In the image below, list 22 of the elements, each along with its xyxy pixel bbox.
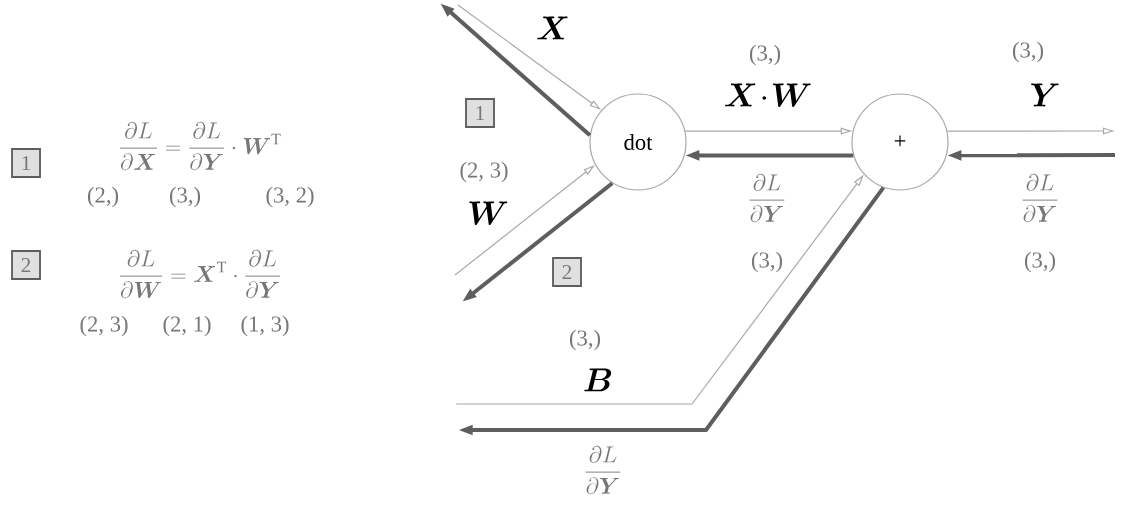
edge-label: $\boldsymbol{W}$ (469, 201, 508, 225)
shape-label: (3, 2) (266, 186, 314, 208)
step-number-box: 2 (552, 257, 582, 287)
shape-label: (1, 3) (241, 315, 289, 337)
shape-label: (2,) (87, 186, 119, 208)
shape-label: (3,) (1024, 251, 1056, 273)
step-number-box: 1 (465, 98, 495, 128)
equation: $\frac{\partial L}{\partial \boldsymbol{X}} = \frac{\partial L}{\partial \boldsymbol{Y}} \cdot \boldsymbol{W}^{\mathrm{T}}$ (120, 121, 281, 171)
edge-label: $\boldsymbol{B}$ (584, 368, 612, 392)
edge-label: $\frac{\partial L}{\partial \boldsymbol{Y}}$ (1022, 173, 1058, 223)
step-number-box: 1 (11, 148, 41, 178)
edge-label: $\boldsymbol{X}\!\cdot\!\boldsymbol{W}$ (725, 83, 811, 107)
step-number-box: 2 (11, 250, 41, 280)
edge-label: $\frac{\partial L}{\partial \boldsymbol{Y}}$ (585, 445, 621, 495)
shape-label: (3,) (749, 44, 781, 66)
shape-label: (3,) (751, 251, 783, 273)
shape-label: (3,) (169, 186, 201, 208)
equation: $\frac{\partial L}{\partial \boldsymbol{W}} = \boldsymbol{X}^{\mathrm{T}} \cdot \frac{\partial L}{\partial \boldsymbol{Y}}$ (120, 249, 280, 299)
edge-label: $\boldsymbol{X}$ (537, 16, 568, 40)
shape-label: (2, 1) (163, 315, 211, 337)
edge-label: $\boldsymbol{Y}$ (1031, 83, 1059, 107)
edge-label: $\frac{\partial L}{\partial \boldsymbol{Y}}$ (749, 173, 785, 223)
